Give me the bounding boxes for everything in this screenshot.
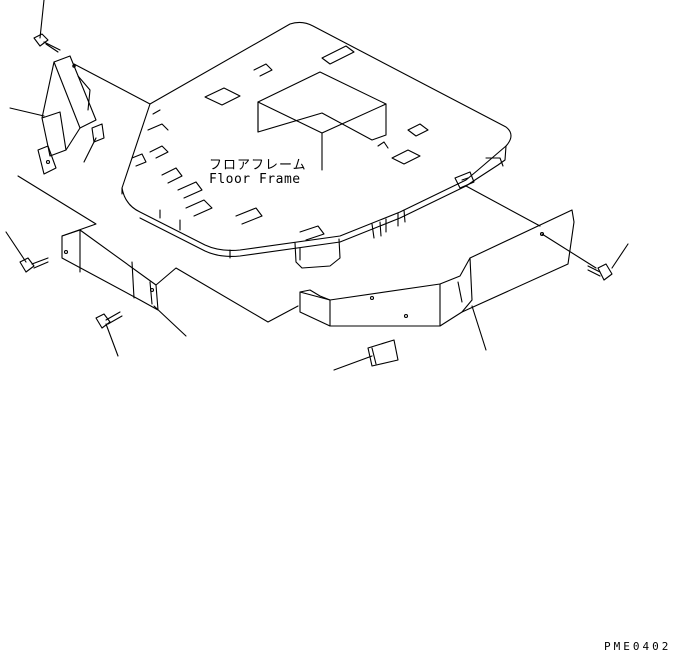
bolt-left [20,258,48,272]
small-clip [368,340,398,366]
floor-frame-label-jp: フロアフレーム [209,158,307,173]
bolt-lower-left [96,312,122,328]
left-bracket [38,56,104,174]
left-lower-cover [62,230,158,310]
floor-frame-label-en: Floor Frame [209,172,301,187]
bolt-right [588,264,612,280]
assembly-lines [6,0,628,370]
drawing-code: PME0402 [604,640,672,653]
floor-frame-openings [132,46,428,240]
bolt-top-left [34,34,60,52]
right-side-cover [300,210,574,326]
floor-frame-plate [122,22,511,268]
